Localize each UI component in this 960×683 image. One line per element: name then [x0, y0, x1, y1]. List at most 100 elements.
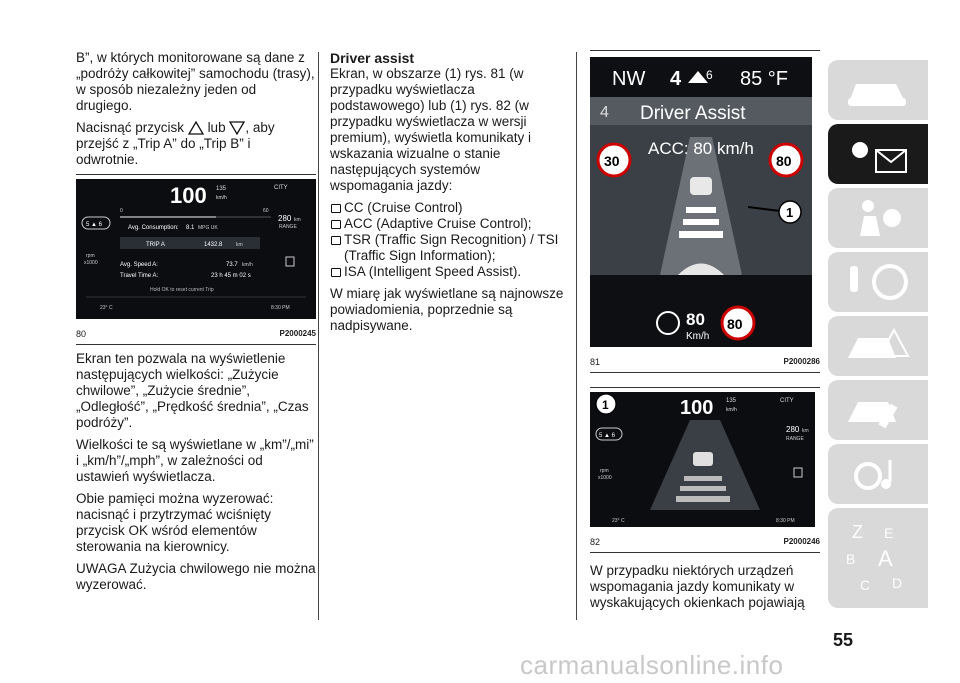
figure-caption: 80 P2000245 — [76, 326, 316, 342]
paragraph: B”, w których monitorowane są dane z „po… — [76, 50, 315, 113]
avg-speed-value: 73.7 — [226, 262, 238, 268]
range-label: RANGE — [786, 436, 804, 442]
divider — [76, 174, 316, 175]
warning-lights-icon — [852, 142, 907, 173]
travel-time-label: Travel Time A: — [120, 273, 158, 279]
paragraph: W miarę jak wyświetlane są najnowsze pow… — [330, 286, 564, 333]
tab-service[interactable] — [828, 380, 928, 440]
tab-emergency[interactable] — [828, 316, 928, 376]
figure-80: 100 135 km/h CITY 0 60 5 ▲ 6 280 km RANG… — [76, 174, 316, 345]
consumption-unit: MPG UK — [198, 225, 218, 231]
avg-speed-label: Avg. Speed A: — [120, 262, 158, 268]
trip-label: TRIP A — [146, 242, 165, 248]
consumption-value: 8.1 — [186, 225, 195, 231]
driver-assist-display-image: NW 4 6 85 °F 4 Driver Assist 30 ACC: 80 … — [590, 57, 812, 347]
svg-text:B: B — [846, 551, 855, 567]
clock: 8:30 PM — [776, 518, 795, 524]
gear-current: 4 — [670, 68, 682, 90]
divider — [590, 372, 820, 373]
up-triangle-icon — [187, 121, 204, 136]
car-info-icon — [848, 84, 906, 106]
down-triangle-icon — [229, 121, 246, 136]
temperature: 23° C — [100, 305, 113, 311]
set-unit: Km/h — [686, 331, 709, 342]
paragraph: Obie pamięci można wyzerować: nacisnąć i… — [76, 491, 274, 554]
speed-limit: 135 — [726, 398, 737, 404]
paragraph: UWAGA Zużycia chwilowego nie można wyzer… — [76, 561, 316, 592]
safety-airbag-icon — [860, 200, 901, 236]
emergency-icon — [848, 327, 910, 358]
systems-list: CC (Cruise Control) ACC (Adaptive Cruise… — [330, 200, 565, 280]
speed-limit: 135 — [216, 186, 227, 192]
page-number: 55 — [833, 630, 854, 650]
range-unit: km — [294, 217, 301, 223]
figure-number: 81 — [590, 357, 601, 367]
figure-number: 82 — [590, 537, 601, 547]
speed-value: 100 — [170, 183, 207, 208]
tab-start-drive[interactable] — [828, 252, 928, 312]
range-unit: km — [802, 428, 809, 434]
section-heading: Driver assist — [330, 50, 415, 66]
divider — [76, 344, 316, 345]
figure-82: 1 100 135 km/h CITY 5 ▲ 6 280 km RANGE r… — [590, 387, 820, 553]
list-item: ISA (Intelligent Speed Assist). — [330, 264, 565, 280]
tab-warning-lights[interactable] — [828, 124, 928, 184]
paragraph: W przypadku niektórych urządzeń wspomaga… — [590, 563, 805, 610]
speed-unit: km/h — [216, 195, 227, 201]
rpm-multiplier: x1000 — [598, 475, 612, 481]
fuel-pump-icon — [793, 467, 803, 478]
multimedia-icon — [854, 460, 892, 490]
tab-safety[interactable] — [828, 188, 928, 248]
figure-81: NW 4 6 85 °F 4 Driver Assist 30 ACC: 80 … — [590, 50, 820, 373]
list-item: CC (Cruise Control) — [330, 200, 565, 216]
figure-code: P2000246 — [783, 537, 820, 546]
paragraph: Ekran, w obszarze (1) rys. 81 (w przypad… — [330, 66, 532, 193]
list-item: ACC (Adaptive Cruise Control); — [330, 216, 565, 232]
figure-number: 80 — [76, 329, 87, 339]
column-divider — [576, 52, 577, 620]
cruise-speedometer-icon — [656, 311, 680, 335]
city-label: CITY — [780, 398, 794, 404]
tab-multimedia[interactable] — [828, 444, 928, 504]
column-divider — [318, 52, 319, 620]
tab-car-info[interactable] — [828, 60, 928, 120]
rpm-label: rpm — [600, 468, 609, 474]
trip-value: 1432.8 — [204, 242, 223, 248]
column-right: NW 4 6 85 °F 4 Driver Assist 30 ACC: 80 … — [590, 50, 820, 617]
figure-caption: 81 P2000286 — [590, 354, 820, 370]
svg-text:D: D — [892, 575, 902, 591]
sign-bottom: 80 — [727, 316, 743, 332]
consumption-label: Avg. Consumption: — [128, 225, 179, 231]
trip-display-image: 100 135 km/h CITY 0 60 5 ▲ 6 280 km RANG… — [76, 179, 316, 319]
svg-text:Z: Z — [852, 522, 863, 542]
scale-min: 0 — [120, 208, 123, 214]
callout-1: 1 — [602, 398, 609, 412]
divider — [590, 387, 820, 388]
column-left: B”, w których monitorowane są dane z „po… — [76, 50, 316, 599]
sign-left: 30 — [604, 153, 620, 169]
watermark: carmanualsonline.info — [520, 650, 784, 680]
text: Nacisnąć przycisk — [76, 120, 185, 135]
clock: 8:30 PM — [271, 305, 290, 311]
list-item: TSR (Traffic Sign Recognition) / TSI (Tr… — [330, 232, 565, 264]
set-speed: 80 — [686, 310, 705, 329]
paragraph: Ekran ten pozwala na wyświetlenie następ… — [76, 351, 309, 430]
divider — [590, 50, 820, 51]
sign-right: 80 — [776, 153, 792, 169]
hold-text: Hold OK to reset current Trip — [150, 287, 214, 293]
compass-heading: NW — [612, 68, 645, 90]
range-value: 280 — [278, 214, 292, 223]
svg-text:E: E — [884, 525, 893, 541]
rpm-label: rpm — [86, 253, 95, 259]
gear-next: 6 — [706, 68, 713, 82]
paragraph: Wielkości te są wyświetlane w „km”/„mi” … — [76, 437, 314, 484]
travel-time-value: 23 h 45 m 02 s — [211, 273, 251, 279]
title-gear: 4 — [600, 104, 609, 121]
figure-code: P2000286 — [783, 357, 820, 366]
start-drive-icon — [850, 264, 908, 300]
premium-display-image: 1 100 135 km/h CITY 5 ▲ 6 280 km RANGE r… — [590, 392, 815, 527]
speed-value: 100 — [680, 397, 713, 419]
gear-up-icon — [688, 71, 708, 83]
